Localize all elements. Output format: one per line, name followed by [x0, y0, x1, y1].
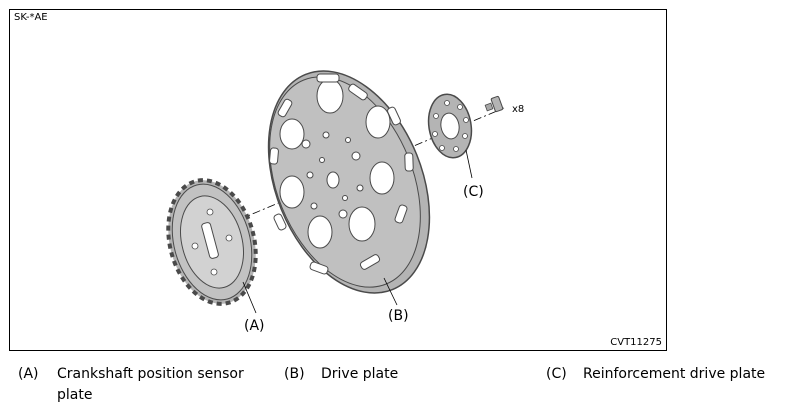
- bolt: [484, 95, 504, 113]
- crankshaft-position-sensor-plate: [166, 178, 258, 306]
- callout-a: (A): [244, 318, 265, 334]
- legend-description: Drive plate: [321, 366, 399, 382]
- figure-code: SK-*AE: [14, 12, 48, 23]
- callout-b: (B): [388, 308, 409, 324]
- leader-line-a: [242, 281, 257, 314]
- legend-key: (B): [284, 366, 305, 382]
- reinforcement-drive-plate: [427, 93, 473, 159]
- legend-description: Reinforcement drive plate: [583, 366, 766, 382]
- bolt-quantity-label: x8: [512, 104, 524, 115]
- leader-line-b: [383, 277, 398, 306]
- legend-key: (C): [546, 366, 567, 382]
- parts-legend: (A) Crankshaft position sensor plate (B)…: [0, 364, 790, 416]
- exploded-view-drawing: x8 (A) (B) (C): [166, 70, 524, 334]
- legend-description: Crankshaft position sensor plate: [57, 366, 244, 403]
- callout-c: (C): [463, 184, 484, 200]
- legend-key: (A): [18, 366, 39, 382]
- leader-line-c: [465, 149, 473, 179]
- illustration-number: CVT11275: [610, 337, 662, 348]
- drive-plate: [267, 70, 431, 294]
- diagram-frame: SK-*AE: [9, 9, 667, 351]
